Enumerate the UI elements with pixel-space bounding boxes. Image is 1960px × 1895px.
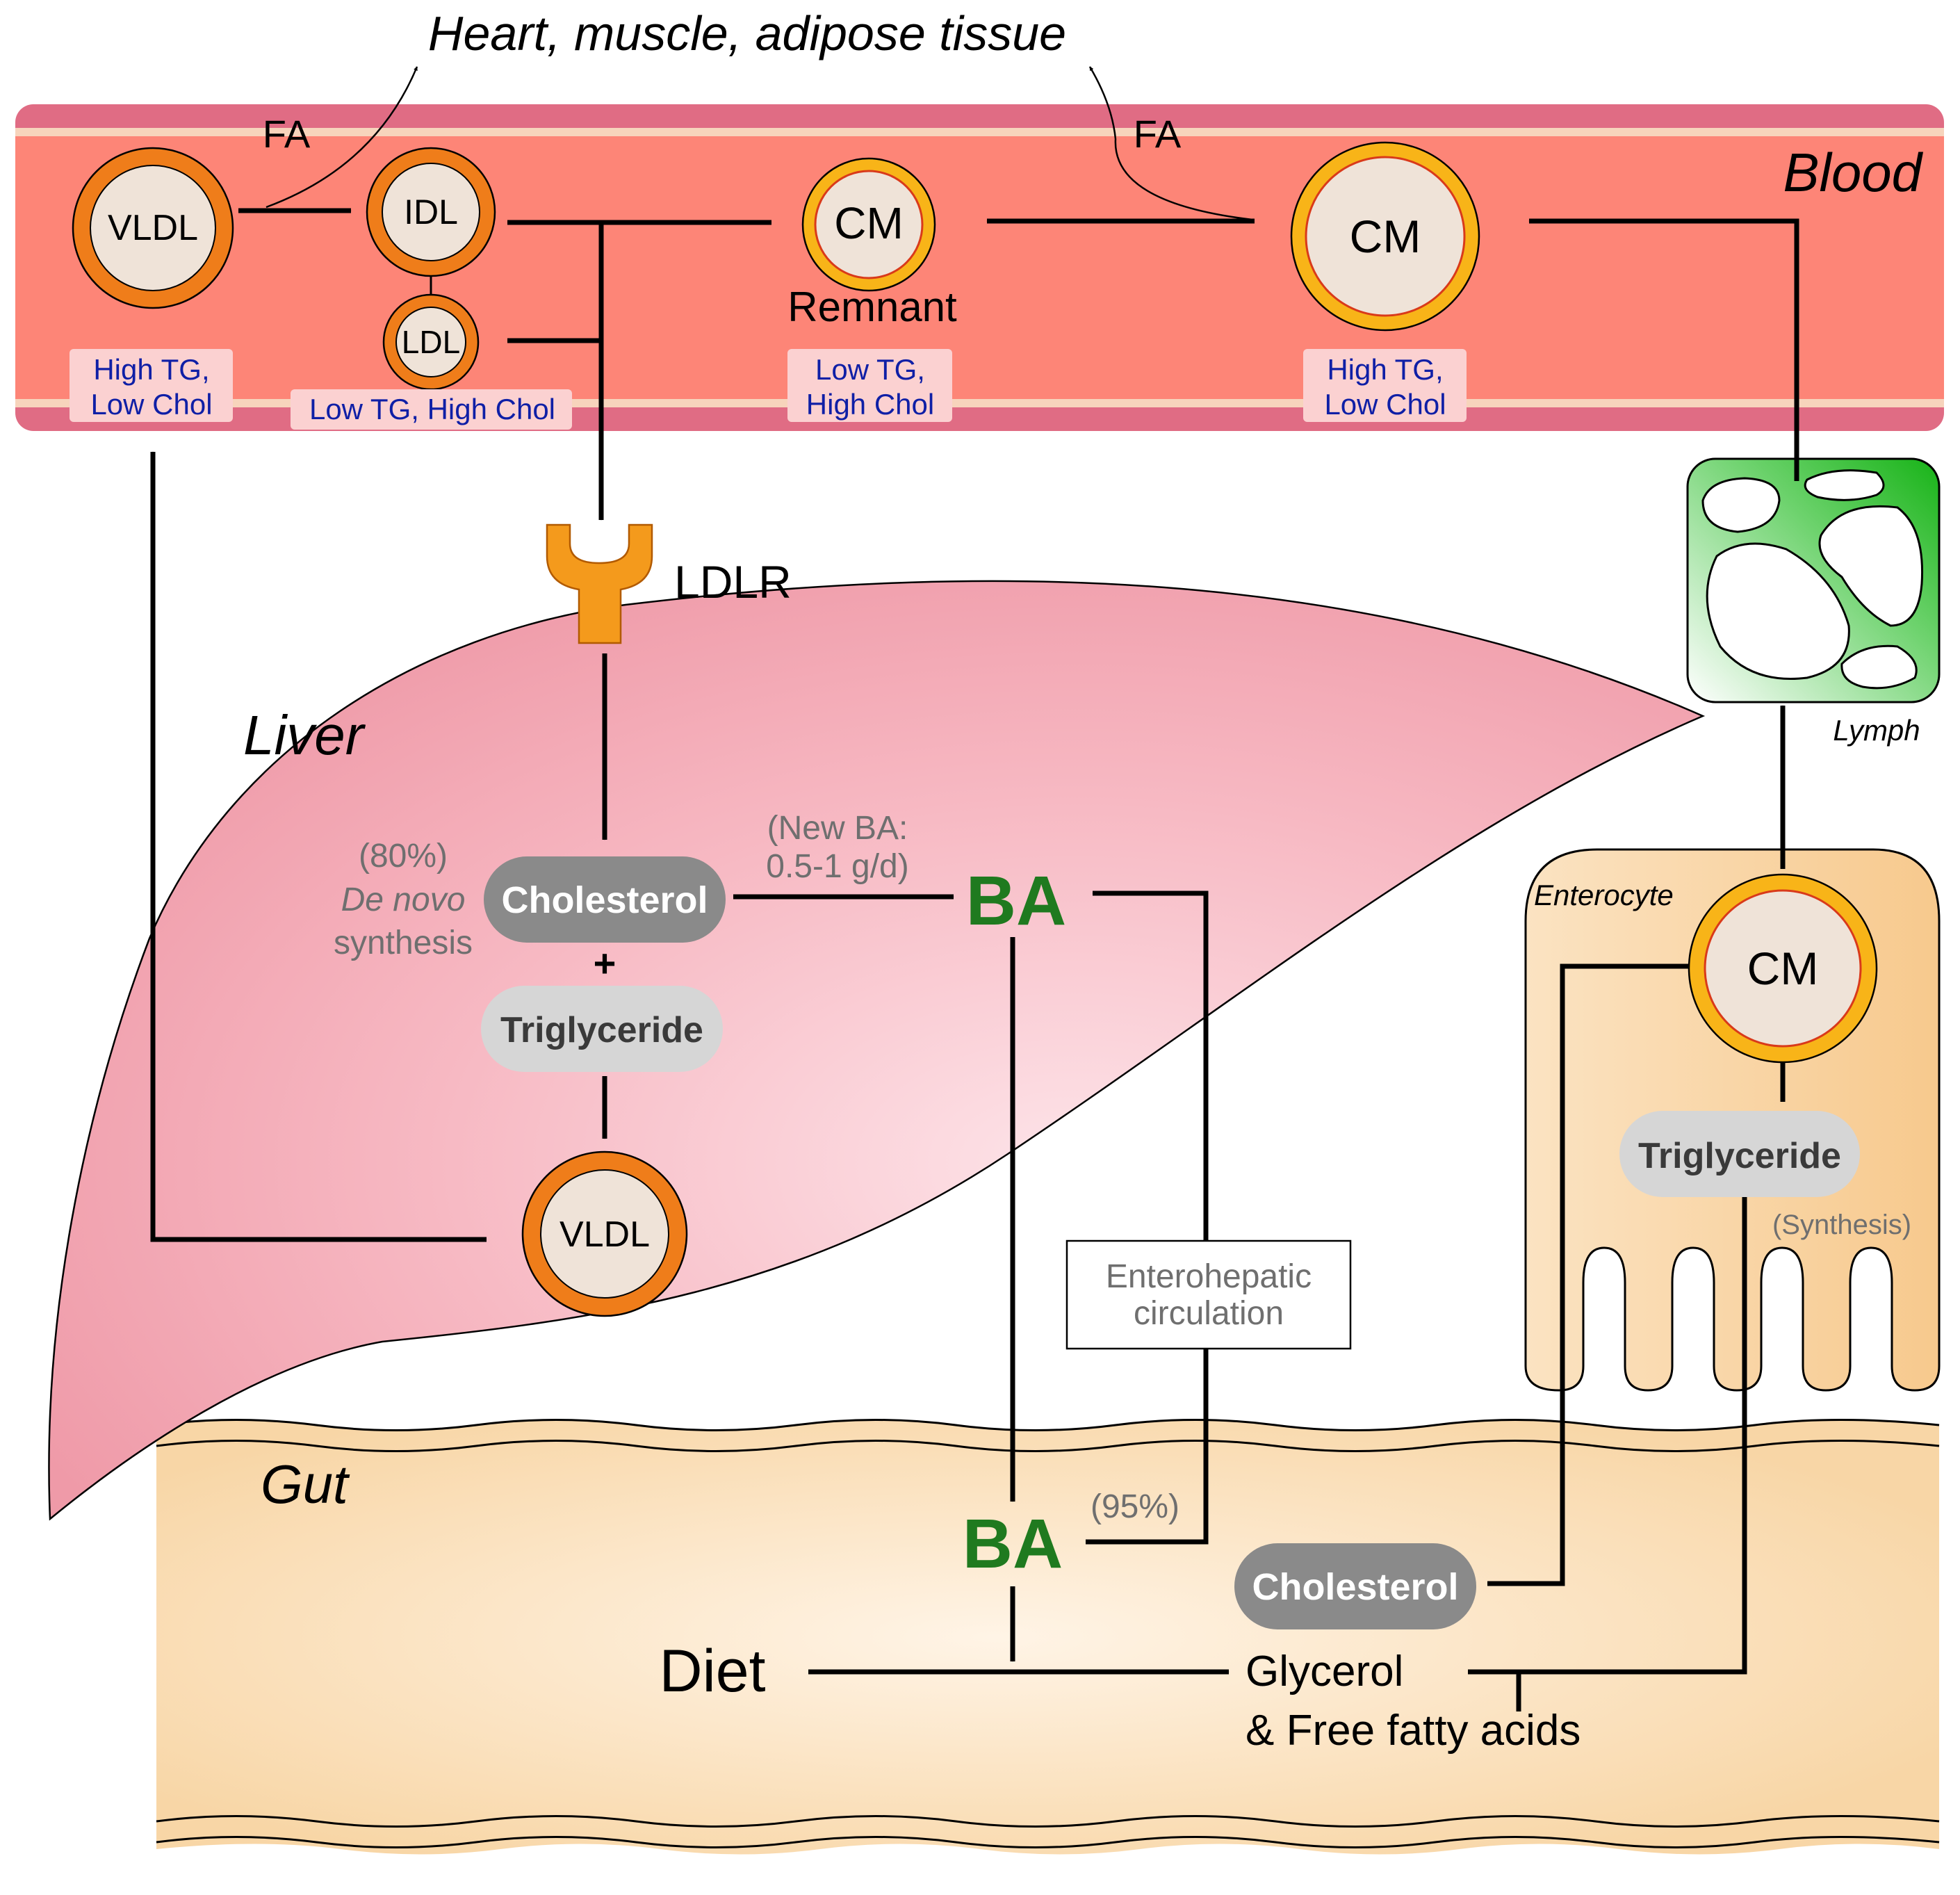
pathway-arrows: [150, 208, 1799, 1711]
remnant-composition-line1: Low TG,: [815, 353, 925, 386]
cm-composition-box: High TG, Low Chol: [1303, 349, 1467, 422]
de-novo-percent: (80%): [359, 838, 448, 875]
cm-composition-line1: High TG,: [1327, 353, 1443, 386]
gut-cholesterol-label: Cholesterol: [1252, 1566, 1458, 1608]
gut-region: [156, 1419, 1940, 1855]
enterocyte-synthesis-label: (Synthesis): [1772, 1210, 1911, 1240]
plus-sign: +: [594, 941, 616, 985]
cm-particle-blood: CM: [1290, 141, 1480, 332]
cm-enterocyte-label: CM: [1747, 943, 1819, 994]
ldl-label: LDL: [402, 324, 460, 360]
lymph-label: Lymph: [1833, 714, 1920, 747]
vldl-blood-label: VLDL: [108, 208, 198, 248]
liver-ba-label: BA: [966, 862, 1066, 940]
new-ba-line2: 0.5-1 g/d): [766, 848, 908, 885]
gut-ba-label: BA: [963, 1505, 1063, 1583]
idl-label: IDL: [404, 193, 458, 231]
cm-remnant-label: CM: [834, 198, 904, 248]
liver-cholesterol-label: Cholesterol: [501, 879, 708, 921]
cm-remnant-particle: CM: [801, 157, 936, 292]
liver-region-label: Liver: [243, 704, 366, 766]
glycerol-label: Glycerol: [1246, 1648, 1403, 1695]
vldl-liver-label: VLDL: [560, 1214, 650, 1255]
ldl-particle: LDL: [382, 293, 480, 391]
vldl-composition-box: High TG, Low Chol: [70, 349, 233, 422]
remnant-composition-box: Low TG, High Chol: [787, 349, 952, 422]
ldl-composition-text: Low TG, High Chol: [309, 393, 555, 425]
lymph-node: [1686, 457, 1941, 703]
ldlr-label: LDLR: [674, 556, 792, 608]
liver-shape: [48, 580, 1706, 1521]
cm-composition-line2: Low Chol: [1324, 388, 1446, 421]
remnant-label: Remnant: [787, 284, 957, 330]
enterocyte-triglyceride-pill: Triglyceride: [1619, 1111, 1860, 1197]
synthesis-label: synthesis: [334, 925, 473, 961]
remnant-composition-line2: High Chol: [806, 388, 934, 421]
ldlr-receptor-icon: [546, 523, 653, 644]
vldl-composition-line1: High TG,: [93, 353, 209, 386]
diet-label: Diet: [660, 1638, 766, 1705]
enterohepatic-line1: Enterohepatic: [1106, 1258, 1312, 1295]
enterocyte-triglyceride-label: Triglyceride: [1638, 1136, 1841, 1176]
gut-cholesterol-pill: Cholesterol: [1234, 1543, 1476, 1629]
liver-triglyceride-label: Triglyceride: [500, 1010, 703, 1050]
vldl-particle-liver: VLDL: [521, 1150, 688, 1317]
target-tissues-title: Heart, muscle, adipose tissue: [428, 6, 1066, 60]
ldl-composition-box: Low TG, High Chol: [291, 389, 572, 430]
enterocyte-label: Enterocyte: [1534, 879, 1674, 911]
recycle-percent: (95%): [1091, 1488, 1179, 1525]
fa-left-label: FA: [263, 112, 311, 156]
blood-region-label: Blood: [1783, 142, 1924, 203]
idl-particle: IDL: [366, 147, 496, 277]
fa-release-arrows: [266, 66, 1253, 221]
liver-cholesterol-pill: Cholesterol: [484, 856, 726, 943]
enterohepatic-box: Enterohepatic circulation: [1065, 1239, 1352, 1350]
new-ba-line1: (New BA:: [767, 810, 908, 847]
fa-right-label: FA: [1134, 112, 1182, 156]
cm-particle-enterocyte: CM: [1688, 873, 1878, 1064]
vldl-particle-blood: VLDL: [72, 147, 234, 309]
vldl-composition-line2: Low Chol: [90, 388, 212, 421]
enterohepatic-line2: circulation: [1134, 1295, 1284, 1332]
gut-region-label: Gut: [261, 1454, 350, 1515]
ffa-label: & Free fatty acids: [1246, 1707, 1581, 1755]
cm-blood-label: CM: [1350, 211, 1421, 262]
liver-triglyceride-pill: Triglyceride: [481, 986, 723, 1072]
de-novo-label: De novo: [341, 881, 466, 918]
